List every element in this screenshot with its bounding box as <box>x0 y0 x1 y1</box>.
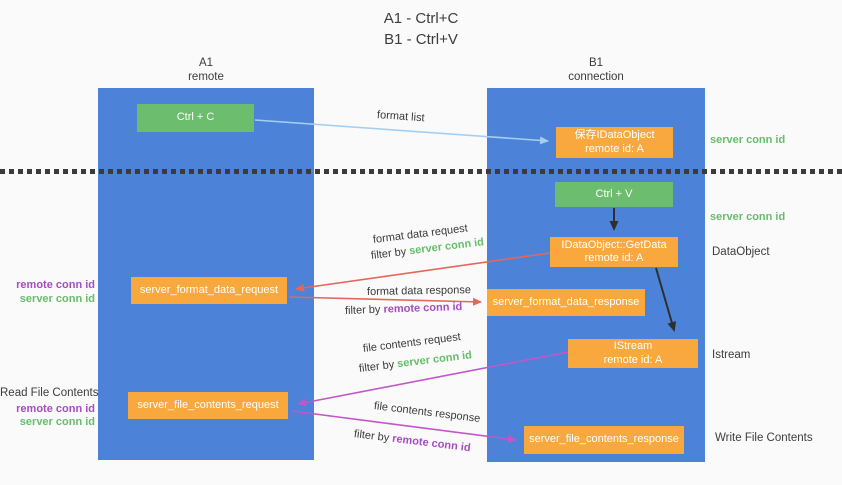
node-istream: IStream remote id: A <box>568 339 698 368</box>
node-ctrl-c: Ctrl + C <box>137 104 254 132</box>
filter-by-text: filter by <box>344 303 384 317</box>
right-server-conn-id-mid: server conn id <box>710 211 786 223</box>
column-header-b1: B1 connection <box>487 56 705 84</box>
file-contents-response-label: file contents response <box>373 400 481 425</box>
node-server-file-contents-response-label: server_file_contents_response <box>529 433 679 446</box>
remote-conn-id-key: remote conn id <box>383 300 463 316</box>
left-remote-conn-id-top: remote conn id <box>16 279 95 291</box>
format-list-label: format list <box>376 109 425 125</box>
node-server-format-data-request-label: server_format_data_request <box>139 283 279 296</box>
node-server-format-data-response: server_format_data_response <box>487 289 645 316</box>
column-b1-name: B1 <box>588 57 604 69</box>
left-remote-conn-id-bottom: remote conn id <box>16 402 95 415</box>
column-b1-subtitle: connection <box>568 71 624 83</box>
node-idataobject-getdata-line1: IDataObject::GetData <box>561 238 667 251</box>
right-istream-label: Istream <box>712 349 751 361</box>
file-contents-response-filter-label: filter by remote conn id <box>353 428 471 454</box>
format-data-response-label: format data response <box>366 284 472 298</box>
remote-conn-id-key: remote conn id <box>391 432 472 455</box>
node-save-idataobject-line2: remote id: A <box>585 142 644 155</box>
node-server-file-contents-request: server_file_contents_request <box>128 392 288 419</box>
node-save-idataobject-line1: 保存IDataObject <box>574 129 655 141</box>
diagram-title: A1 - Ctrl+C B1 - Ctrl+V <box>0 8 842 50</box>
node-ctrl-v-label: Ctrl + V <box>595 187 633 200</box>
node-istream-line1: IStream <box>613 340 653 352</box>
node-ctrl-v: Ctrl + V <box>555 182 673 207</box>
right-write-file-contents-label: Write File Contents <box>715 432 813 444</box>
server-conn-id-key: server conn id <box>396 349 473 371</box>
node-ctrl-c-label: Ctrl + C <box>176 111 215 124</box>
dashed-separator-line <box>0 169 842 174</box>
left-conn-id-labels-bottom: Read File Contents remote conn id server… <box>0 387 99 430</box>
node-istream-line2: remote id: A <box>603 353 663 366</box>
title-line-a1: A1 - Ctrl+C <box>383 10 459 27</box>
node-idataobject-getdata: IDataObject::GetData remote id: A <box>550 237 678 267</box>
column-header-a1: A1 remote <box>98 56 314 84</box>
node-server-file-contents-request-label: server_file_contents_request <box>137 398 279 411</box>
column-a1-name: A1 <box>198 57 214 69</box>
right-dataobject-label: DataObject <box>712 246 770 258</box>
node-server-file-contents-response: server_file_contents_response <box>524 426 684 454</box>
filter-by-text: filter by <box>370 245 410 262</box>
left-read-file-contents-label: Read File Contents <box>0 387 99 399</box>
node-server-format-data-response-label: server_format_data_response <box>492 295 640 308</box>
left-server-conn-id-top: server conn id <box>19 292 95 305</box>
left-conn-id-labels-top: remote conn id server conn id <box>0 279 95 306</box>
column-a1-subtitle: remote <box>188 71 224 83</box>
right-server-conn-id-top: server conn id <box>710 134 786 146</box>
left-server-conn-id-bottom: server conn id <box>19 416 95 428</box>
filter-by-text: filter by <box>353 428 393 445</box>
format-data-response-filter-label: filter by remote conn id <box>345 301 463 317</box>
node-idataobject-getdata-line2: remote id: A <box>584 252 644 264</box>
filter-by-text: filter by <box>358 358 398 375</box>
title-line-b1: B1 - Ctrl+V <box>384 31 458 48</box>
node-save-idataobject: 保存IDataObject remote id: A <box>556 127 673 158</box>
node-server-format-data-request: server_format_data_request <box>131 277 287 304</box>
